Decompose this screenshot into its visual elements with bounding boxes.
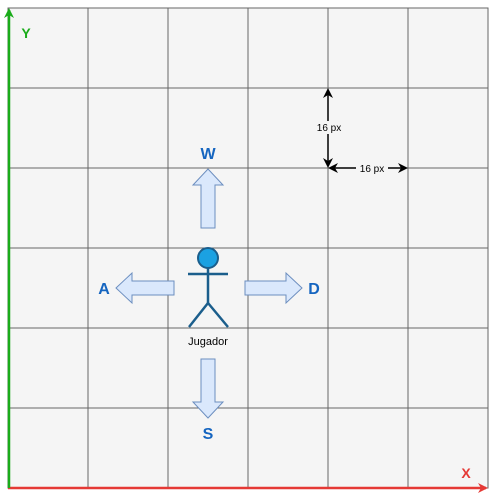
right-key-label: D <box>308 281 320 298</box>
up-key-label: W <box>200 146 216 163</box>
down-key-label: S <box>203 426 214 443</box>
vertical-dimension-label: 16 px <box>317 123 341 134</box>
horizontal-dimension-label: 16 px <box>360 164 384 175</box>
right-arrow-icon <box>244 271 303 305</box>
horizontal-dimension: 16 px <box>328 162 408 175</box>
down-arrow-icon <box>191 358 225 419</box>
vertical-dimension: 16 px <box>312 88 344 168</box>
player-stick-figure-icon <box>188 247 229 328</box>
left-arrow-icon <box>115 271 175 305</box>
left-key-label: A <box>98 281 110 298</box>
player-label: Jugador <box>188 336 228 348</box>
grid <box>7 7 489 489</box>
x-axis-label: X <box>461 465 471 481</box>
y-axis-label: Y <box>21 25 31 41</box>
up-arrow-icon <box>191 168 225 229</box>
